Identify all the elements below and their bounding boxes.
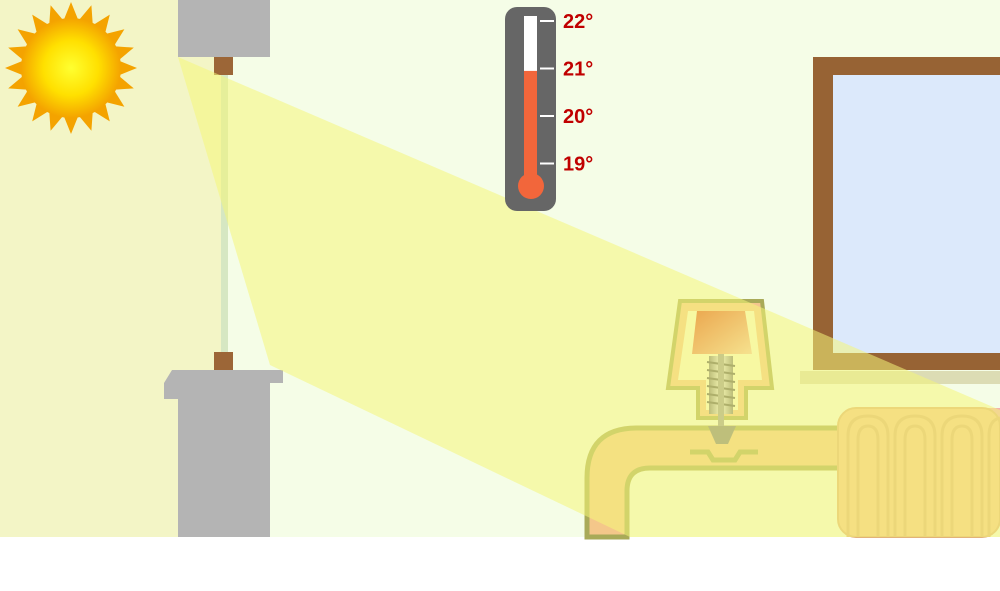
thermometer-scale-label: 21°	[563, 59, 593, 81]
wall-bottom-block	[164, 370, 283, 537]
sun-icon	[5, 2, 137, 134]
window-glass	[833, 75, 1000, 353]
window-pane-left	[221, 75, 228, 355]
pane-clip-top	[214, 57, 233, 75]
bottom-blank	[0, 537, 1000, 591]
thermometer: 22° 21° 20° 19°	[505, 7, 593, 211]
thermometer-mercury	[524, 70, 537, 182]
thermometer-scale-label: 20°	[563, 106, 593, 128]
wall-top-block	[178, 0, 270, 57]
thermometer-bulb	[518, 173, 544, 199]
pane-clip-bottom	[214, 352, 233, 370]
thermometer-scale-label: 22°	[563, 11, 593, 33]
sun-disk	[21, 18, 121, 118]
sunbeam	[178, 57, 1000, 537]
thermometer-scale-label: 19°	[563, 154, 593, 176]
